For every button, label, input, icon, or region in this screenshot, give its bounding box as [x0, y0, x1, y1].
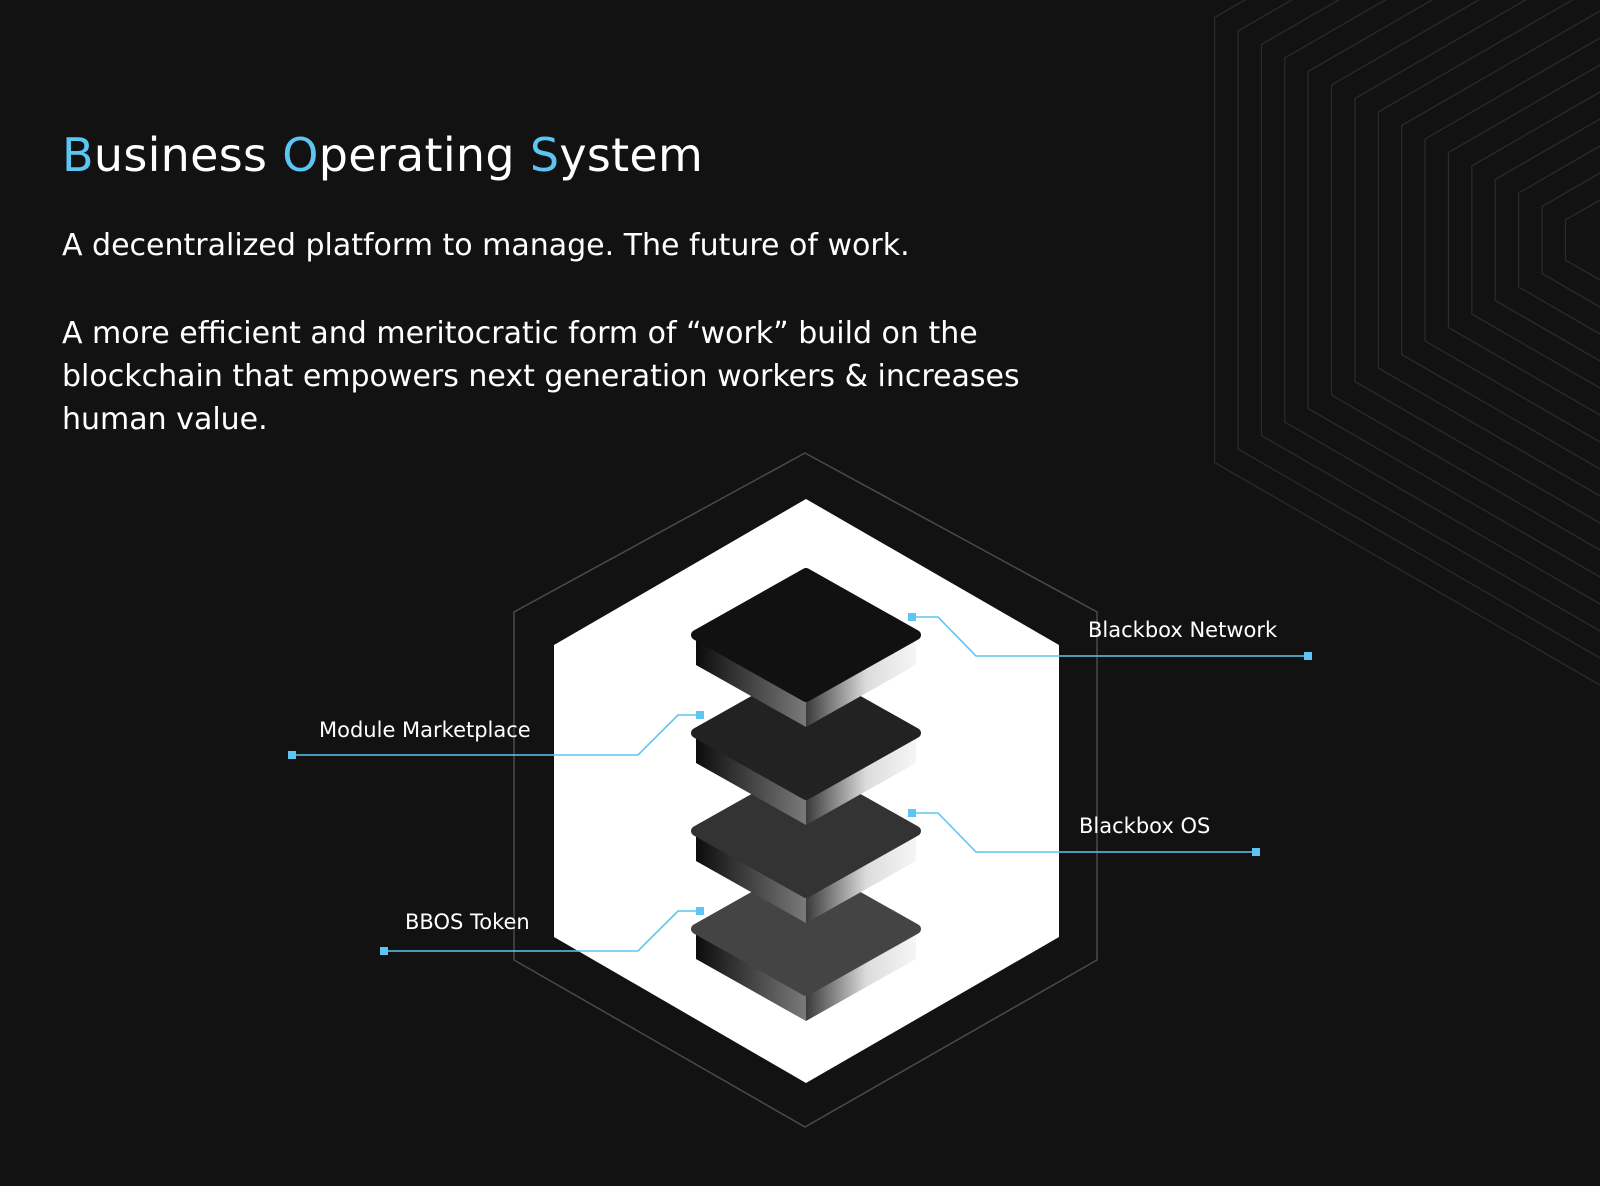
stack-layer-2 [691, 666, 921, 825]
outer-hexagon-outline [513, 452, 1098, 1128]
layer-side-right [806, 831, 916, 923]
layer-side-left [696, 929, 806, 1021]
layer-side-right [806, 733, 916, 825]
title-word-rest-3: ystem [559, 128, 704, 182]
callout-label-blackbox-network: Blackbox Network [1088, 618, 1278, 642]
title-word-rest-2: perating [318, 128, 515, 182]
layer-top-face [691, 568, 921, 702]
background-hexagon-ring [1237, 0, 1600, 659]
layer-side-left [696, 635, 806, 727]
callout-label-module-marketplace: Module Marketplace [319, 718, 531, 742]
layer-top-face [691, 764, 921, 898]
background-hexagon-ring [1471, 91, 1600, 389]
description: A more efficient and meritocratic form o… [62, 316, 1020, 437]
background-hexagon-ring [1494, 118, 1600, 362]
connector-endpoint [380, 947, 388, 955]
background-hexagon-ring [1447, 64, 1600, 416]
background-hexagon-ring [1564, 199, 1600, 281]
background-hexagon-ring [1307, 0, 1600, 578]
connector-endpoint [1252, 848, 1260, 856]
background-hexagon-ring [1260, 0, 1600, 632]
connector-blackbox-os [908, 809, 1260, 856]
title-initial-o: O [282, 128, 319, 182]
layer-side-right [806, 635, 916, 727]
connector-endpoint [1304, 652, 1312, 660]
layer-top-face [691, 666, 921, 800]
title-initial-s: S [529, 128, 560, 182]
background-hexagon-ring [1401, 10, 1600, 470]
connector-module-marketplace [288, 711, 704, 759]
connector-line [292, 714, 700, 756]
background-hexagon-ring [1517, 145, 1600, 335]
layer-top-face [691, 862, 921, 996]
layer-side-left [696, 831, 806, 923]
stack-layer-4 [691, 862, 921, 1021]
layer-side-right [806, 929, 916, 1021]
connector-blackbox-network [908, 613, 1312, 660]
stack-layer-1 [691, 568, 921, 727]
background-hexagon-ring [1284, 0, 1600, 605]
background-hexagon-ring [1354, 0, 1600, 524]
callout-label-bbos-token: BBOS Token [405, 910, 530, 934]
title-word-rest-1: usiness [93, 128, 268, 182]
layer-side-left [696, 733, 806, 825]
connector-endpoint [696, 711, 704, 719]
connector-line [912, 812, 1256, 853]
callout-label-blackbox-os: Blackbox OS [1079, 814, 1211, 838]
connector-line [912, 616, 1308, 657]
connector-endpoint [696, 907, 704, 915]
background-hexagon-ring [1330, 0, 1600, 551]
stack-layer-3 [691, 764, 921, 923]
background-hexagon-ring [1541, 172, 1600, 308]
title-initial-b: B [62, 128, 94, 182]
connector-endpoint [908, 613, 916, 621]
tagline: A decentralized platform to manage. The … [62, 228, 910, 263]
connector-line [384, 910, 700, 952]
background-hexagon-ring [1424, 37, 1600, 443]
background-hexagon-ring [1377, 0, 1600, 497]
background-hexagon-ring [1213, 0, 1600, 686]
connector-endpoint [908, 809, 916, 817]
page-title: Business Operating System [62, 128, 703, 182]
connector-endpoint [288, 751, 296, 759]
connector-bbos-token [380, 907, 704, 955]
